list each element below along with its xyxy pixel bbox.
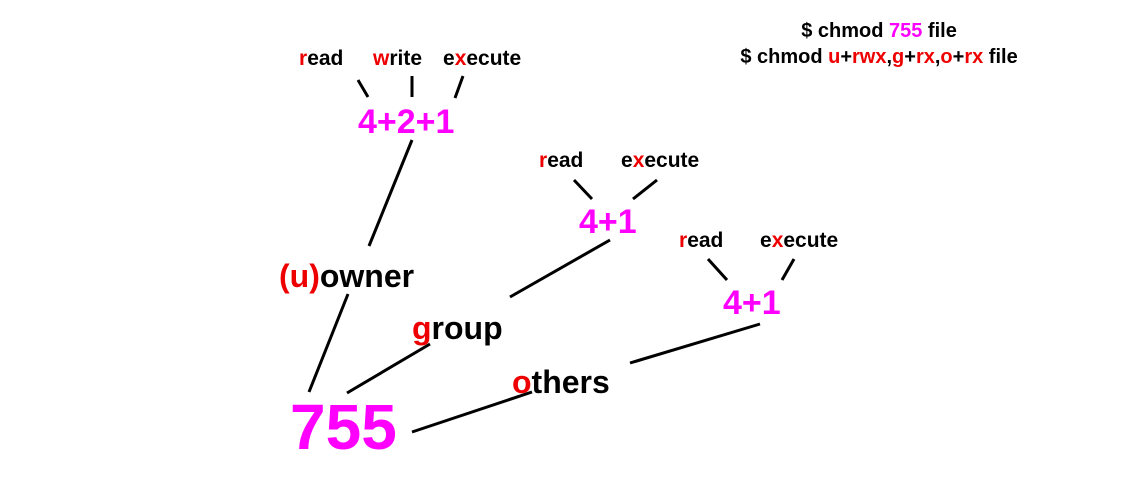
owner-write-key: w xyxy=(373,47,390,70)
group-class-rest: roup xyxy=(431,310,503,346)
others-read-key: r xyxy=(679,229,688,252)
cmd2-rx-1: rx xyxy=(915,46,935,68)
cmd2-plus-1: + xyxy=(840,46,853,68)
owner-read-rest: ead xyxy=(307,47,344,70)
group-read-key: r xyxy=(539,149,548,172)
chmod-symbolic-command: $ chmod u+rwx,g+rx,o+rx file xyxy=(709,46,1049,68)
others-execute-rest: ecute xyxy=(783,229,839,252)
cmd1-mode: 755 xyxy=(888,20,923,42)
cmd2-g: g xyxy=(892,46,905,68)
line-oth-read-to-sum xyxy=(706,257,729,282)
others-class-key: o xyxy=(512,364,532,400)
cmd1-suffix: file xyxy=(922,20,957,42)
line-grp-sum-to-group xyxy=(509,238,611,299)
group-execute-pre: e xyxy=(621,149,633,172)
cmd2-plus-2: + xyxy=(904,46,916,68)
cmd1-prefix: $ chmod xyxy=(801,20,889,42)
line-oth-execute-to-sum xyxy=(780,258,796,281)
cmd2-rx-2: rx xyxy=(964,46,984,68)
line-owner-sum-to-owner xyxy=(367,139,414,247)
others-class-label: others xyxy=(512,365,610,399)
cmd2-comma-1: , xyxy=(886,46,893,68)
group-sum: 4+1 xyxy=(579,203,637,241)
cmd2-o: o xyxy=(940,46,953,68)
line-read-to-owner-sum xyxy=(356,79,370,98)
owner-execute-pre: e xyxy=(443,47,455,70)
others-read-label: read xyxy=(679,230,723,252)
group-read-label: read xyxy=(539,150,583,172)
line-grp-execute-to-sum xyxy=(632,178,658,201)
others-class-rest: thers xyxy=(531,364,610,400)
cmd2-rwx: rwx xyxy=(852,46,887,68)
group-execute-label: execute xyxy=(621,150,699,172)
owner-execute-label: execute xyxy=(443,48,521,70)
others-sum: 4+1 xyxy=(723,284,781,322)
line-grp-read-to-sum xyxy=(572,178,594,201)
owner-class-key: (u) xyxy=(279,258,320,294)
cmd2-u: u xyxy=(828,46,841,68)
cmd2-suffix: file xyxy=(983,46,1018,68)
group-read-rest: ead xyxy=(547,149,584,172)
line-execute-to-owner-sum xyxy=(453,75,465,99)
chmod-numeric-command: $ chmod 755 file xyxy=(709,20,1049,42)
line-group-to-mode xyxy=(346,342,431,395)
line-oth-sum-to-others xyxy=(629,322,761,365)
group-class-key: g xyxy=(412,310,432,346)
others-execute-label: execute xyxy=(760,230,838,252)
owner-read-key: r xyxy=(299,47,308,70)
owner-class-label: (u)owner xyxy=(279,259,414,293)
others-read-rest: ead xyxy=(687,229,724,252)
group-execute-key: x xyxy=(632,149,645,172)
owner-execute-key: x xyxy=(454,47,467,70)
others-execute-pre: e xyxy=(760,229,772,252)
group-execute-rest: ecute xyxy=(644,149,700,172)
others-execute-key: x xyxy=(771,229,784,252)
group-class-label: group xyxy=(412,311,503,345)
owner-execute-rest: ecute xyxy=(466,47,522,70)
mode-value: 755 xyxy=(290,391,397,463)
owner-write-rest: rite xyxy=(389,47,423,70)
owner-class-rest: owner xyxy=(319,258,415,294)
cmd2-plus-3: + xyxy=(952,46,965,68)
cmd2-prefix: $ chmod xyxy=(740,46,829,68)
owner-sum: 4+2+1 xyxy=(358,103,455,141)
line-others-to-mode xyxy=(411,390,533,434)
cmd2-comma-2: , xyxy=(934,46,941,68)
owner-write-label: write xyxy=(373,48,422,70)
line-owner-to-mode xyxy=(307,293,350,393)
owner-read-label: read xyxy=(299,48,343,70)
